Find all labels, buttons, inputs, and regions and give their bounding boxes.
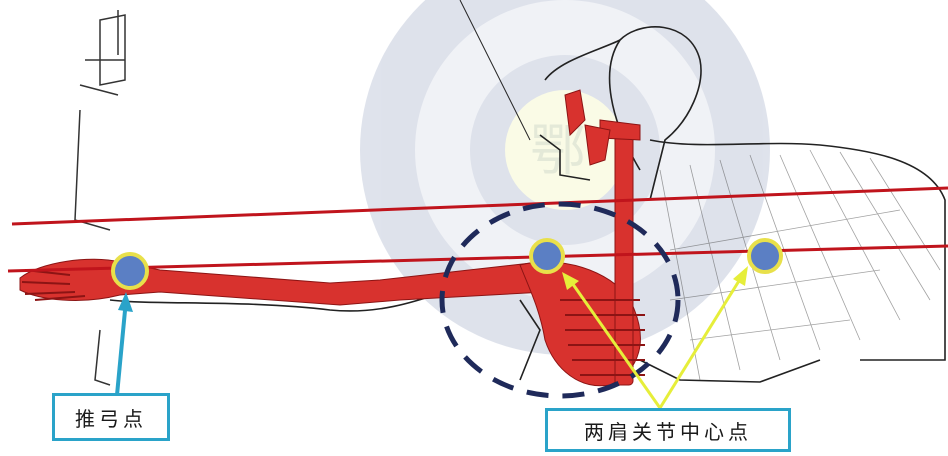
bow-push-point-label: 推弓点: [52, 393, 170, 441]
bow-push-point-marker: [113, 254, 147, 288]
bow-illustration: [75, 10, 125, 385]
front-shoulder-marker: [531, 240, 563, 272]
push-point-pointer: [117, 292, 133, 395]
rear-shoulder-marker: [749, 240, 781, 272]
shoulder-centers-label: 两肩关节中心点: [545, 408, 791, 452]
watermark-text: 鄂: [530, 119, 586, 184]
